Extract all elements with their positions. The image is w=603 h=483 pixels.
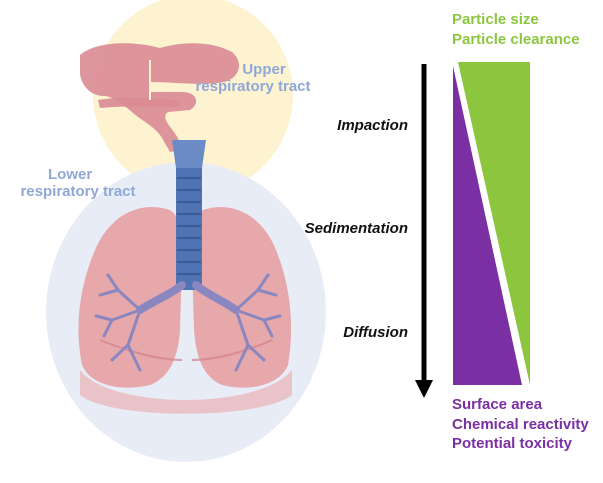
upper-tract-label: Upper respiratory tract <box>209 62 319 95</box>
chemical-reactivity-label: Chemical reactivity <box>452 417 589 434</box>
potential-toxicity-label: Potential toxicity <box>452 436 589 453</box>
top-properties: Particle size Particle clearance <box>452 12 580 48</box>
mechanism-diffusion: Diffusion <box>278 325 408 342</box>
down-arrow-icon <box>415 64 433 398</box>
bottom-properties: Surface area Chemical reactivity Potenti… <box>452 397 589 453</box>
lower-tract-label: Lower respiratory tract <box>8 167 148 200</box>
particle-size-label: Particle size <box>452 12 580 29</box>
mechanism-impaction: Impaction <box>278 118 408 135</box>
trachea <box>172 140 206 290</box>
particle-clearance-label: Particle clearance <box>452 32 580 49</box>
surface-area-label: Surface area <box>452 397 589 414</box>
mechanism-sedimentation: Sedimentation <box>278 221 408 238</box>
